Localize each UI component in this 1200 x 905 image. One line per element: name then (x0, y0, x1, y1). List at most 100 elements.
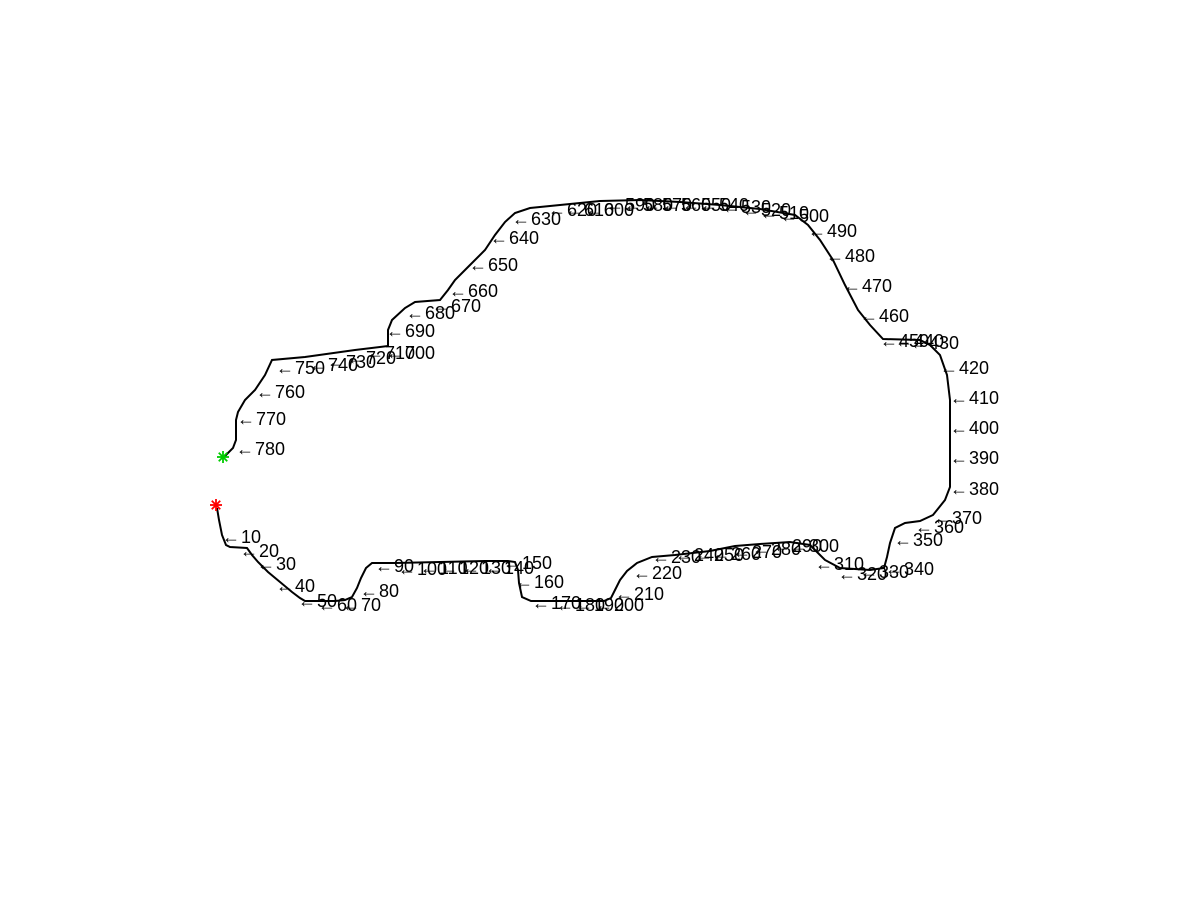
trace-index-label: 670 (451, 296, 481, 316)
trace-index-label: 300 (809, 536, 839, 556)
trace-index-label: 320 (857, 564, 887, 584)
trace-index-label: 600 (604, 200, 634, 220)
label-arrow-icon: ← (556, 595, 574, 615)
trace-index-label: 490 (827, 221, 857, 241)
trace-index-label: 560 (681, 195, 711, 215)
trace-index-label: 570 (662, 195, 692, 215)
trace-index-label: 150 (522, 553, 552, 573)
label-arrow-icon: ← (933, 508, 951, 528)
trace-index-label: 480 (845, 246, 875, 266)
label-arrow-icon: ← (838, 564, 856, 584)
trace-index-label: 470 (862, 276, 892, 296)
label-arrow-icon: ← (585, 200, 603, 220)
trace-index-label: 50 (317, 591, 337, 611)
label-arrow-icon: ← (257, 554, 275, 574)
label-arrow-icon: ← (940, 358, 958, 378)
label-arrow-icon: ← (386, 343, 404, 363)
trace-index-label: 430 (929, 333, 959, 353)
boundary-contour (216, 198, 951, 602)
label-arrow-icon: ← (760, 203, 778, 223)
trace-index-label: 160 (534, 572, 564, 592)
label-arrow-icon: ← (565, 200, 583, 220)
start-marker-icon (210, 499, 222, 511)
trace-index-label: 30 (276, 554, 296, 574)
label-arrow-icon: ← (485, 558, 503, 578)
label-arrow-icon: ← (449, 281, 467, 301)
trace-index-label: 530 (741, 197, 771, 217)
label-arrow-icon: ← (826, 246, 844, 266)
trace-index-label: 90 (394, 556, 414, 576)
trace-index-label: 250 (714, 545, 744, 565)
trace-index-label: 390 (969, 448, 999, 468)
trace-index-label: 20 (259, 541, 279, 561)
trace-index-label: 780 (255, 439, 285, 459)
label-arrow-icon: ← (815, 554, 833, 574)
trace-index-label: 140 (504, 558, 534, 578)
label-arrow-icon: ← (309, 355, 327, 375)
trace-index-label: 410 (969, 388, 999, 408)
label-arrow-icon: ← (712, 544, 730, 564)
trace-index-label: 190 (594, 595, 624, 615)
trace-index-label: 400 (969, 418, 999, 438)
label-arrow-icon: ← (462, 558, 480, 578)
label-arrow-icon: ← (662, 195, 680, 215)
label-arrow-icon: ← (682, 195, 700, 215)
trace-index-label: 110 (439, 558, 468, 578)
label-arrow-icon: ← (237, 409, 255, 429)
label-arrow-icon: ← (675, 545, 693, 565)
trace-index-label: 750 (295, 358, 325, 378)
trace-index-label: 580 (643, 195, 673, 215)
label-arrow-icon: ← (615, 584, 633, 604)
trace-index-label: 40 (295, 576, 315, 596)
trace-index-label: 770 (256, 409, 286, 429)
label-arrow-icon: ← (910, 333, 928, 353)
label-arrow-icon: ← (624, 195, 642, 215)
trace-index-label: 540 (719, 195, 749, 215)
label-arrow-icon: ← (420, 558, 438, 578)
label-arrow-icon: ← (532, 593, 550, 613)
label-arrow-icon: ← (256, 382, 274, 402)
label-arrow-icon: ← (375, 556, 393, 576)
label-arrow-icon: ← (548, 200, 566, 220)
trace-index-label: 640 (509, 228, 539, 248)
label-arrow-icon: ← (733, 542, 751, 562)
label-arrow-icon: ← (915, 517, 933, 537)
trace-index-label: 130 (481, 558, 511, 578)
trace-index-label: 720 (366, 348, 396, 368)
trace-index-label: 200 (614, 595, 644, 615)
trace-index-label: 10 (241, 527, 261, 547)
label-arrow-icon: ← (780, 206, 798, 226)
trace-index-label: 760 (275, 382, 305, 402)
trace-index-label: 500 (799, 206, 829, 226)
label-arrow-icon: ← (512, 209, 530, 229)
trace-index-label: 440 (914, 331, 944, 351)
label-arrow-icon: ← (327, 352, 345, 372)
trace-index-label: 330 (879, 562, 909, 582)
trace-index-label: 690 (405, 321, 435, 341)
trace-index-label: 340 (904, 559, 934, 579)
trace-index-label: 180 (575, 595, 605, 615)
trace-index-label: 70 (361, 595, 381, 615)
label-arrow-icon: ← (318, 595, 336, 615)
label-arrow-icon: ← (808, 221, 826, 241)
label-arrow-icon: ← (950, 418, 968, 438)
label-arrow-icon: ← (440, 558, 458, 578)
label-arrow-icon: ← (342, 595, 360, 615)
trace-index-label: 230 (671, 547, 701, 567)
label-arrow-icon: ← (643, 195, 661, 215)
label-arrow-icon: ← (240, 541, 258, 561)
trace-index-label: 80 (379, 581, 399, 601)
label-arrow-icon: ← (276, 576, 294, 596)
trace-index-label: 700 (405, 343, 435, 363)
label-arrow-icon: ← (860, 562, 878, 582)
label-arrow-icon: ← (236, 439, 254, 459)
trace-index-label: 550 (701, 195, 731, 215)
trace-index-label: 420 (959, 358, 989, 378)
trace-index-label: 270 (752, 542, 782, 562)
label-arrow-icon: ← (790, 536, 808, 556)
trace-index-label: 290 (792, 536, 822, 556)
trace-index-label: 220 (652, 563, 682, 583)
label-arrow-icon: ← (700, 195, 718, 215)
